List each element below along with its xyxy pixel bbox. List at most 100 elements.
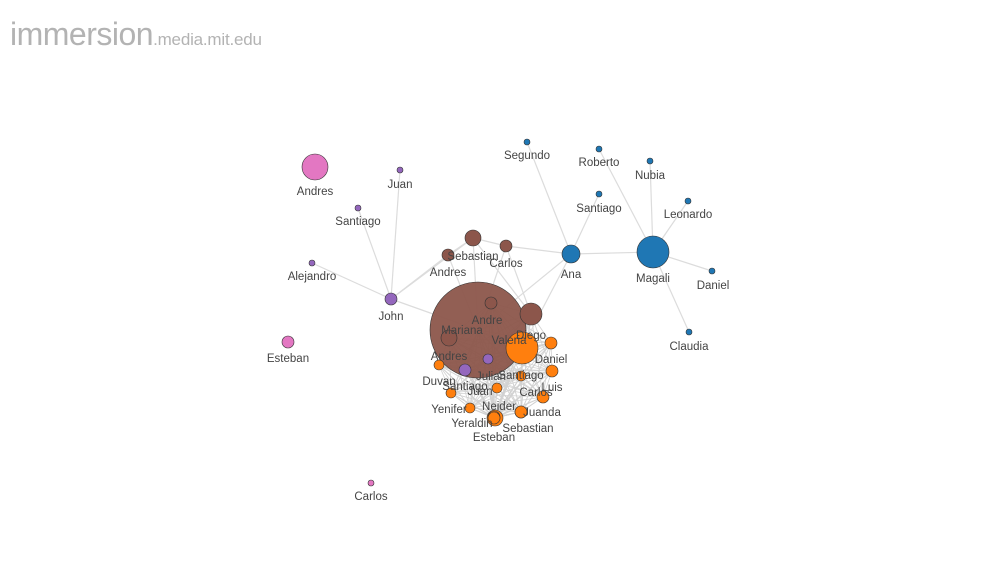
node-label-santiago_bl: Santiago [576,203,621,215]
node-label-roberto: Roberto [579,157,620,169]
node-label-juan_pu: Juan [388,179,413,191]
cluster-edge [469,396,544,409]
node-label-yenifer: Yenifer [431,404,467,416]
node-sebastian_br[interactable] [464,229,482,247]
edge-magali-roberto [598,148,654,253]
node-label-luis: Luis [541,382,562,394]
brand-domain: .media.mit.edu [153,30,262,49]
node-label-neider: Neider [482,401,516,413]
node-daniel_or[interactable] [544,336,558,350]
node-carlos_br[interactable] [499,239,513,253]
node-andres_pk[interactable] [301,153,329,181]
node-label-andres_br3: Andres [431,351,468,363]
node-roberto[interactable] [595,145,603,153]
node-leonardo[interactable] [684,197,692,205]
node-julian[interactable] [458,363,472,377]
node-andres_br[interactable] [441,248,455,262]
node-label-carlos_br: Carlos [489,258,522,270]
node-daniel_bl[interactable] [708,267,716,275]
node-alejandro[interactable] [308,259,316,267]
node-label-juanda: Juanda [523,407,561,419]
edge-ana-segundo [526,141,572,255]
node-claudia[interactable] [685,328,693,336]
cluster-edge [438,364,522,413]
node-nubia[interactable] [646,157,654,165]
node-label-duvan: Duvan [422,376,455,388]
nodes-layer [281,138,716,487]
node-label-santiago_pu: Santiago [335,216,380,228]
node-luis[interactable] [536,390,550,404]
edge-sebastian_br-diego [472,237,532,315]
node-label-julian: Julian [476,371,506,383]
node-label-mariana: Mariana [441,325,483,337]
node-label-daniel_or: Daniel [535,354,568,366]
node-santiago_or2[interactable] [515,370,527,382]
node-label-leonardo: Leonardo [664,209,713,221]
cluster-edge [450,392,544,398]
edge-john-juan_pu [390,169,401,300]
node-label-claudia: Claudia [670,341,710,353]
cluster-edge [520,370,553,413]
node-label-esteban_or: Esteban [473,432,515,444]
node-esteban_or[interactable] [487,411,501,425]
edge-carlos_br-diego [505,245,532,315]
node-carlos_or[interactable] [545,364,559,378]
node-label-santiago_or2: Santiago [498,370,543,382]
node-santiago_bl[interactable] [595,190,603,198]
node-john[interactable] [384,292,398,306]
node-label-andres_pk: Andres [297,186,334,198]
node-diego[interactable] [519,302,543,326]
cluster-edge [469,370,553,409]
node-label-diego: Diego [516,330,546,342]
node-label-sebastian_br: Sebastian [447,251,498,263]
node-duvan[interactable] [433,359,445,371]
cluster-edge [450,392,522,413]
node-label-andres_br: Andres [430,267,467,279]
node-valeria[interactable] [505,331,539,365]
node-label-juan_or: Juan [468,386,493,398]
node-label-ana: Ana [561,269,582,281]
node-label-valeria: Valeria [492,335,528,347]
cluster-edge [469,342,552,409]
node-juan_pu[interactable] [396,166,404,174]
node-label-john: John [379,311,404,323]
immersion-logo[interactable]: immersion.media.mit.edu [10,16,262,53]
edge-ana-carlos_br [505,245,572,255]
node-label-andres_br2: Andre [472,315,503,327]
edge-john-santiago_pu [357,207,392,300]
node-label-segundo: Segundo [504,150,550,162]
node-magali[interactable] [636,235,670,269]
node-juan_or[interactable] [491,382,503,394]
node-santiago_or[interactable] [445,387,457,399]
cluster-edge [520,342,552,377]
node-label-esteban_pk: Esteban [267,353,309,365]
node-sebas_pu[interactable] [482,353,494,365]
node-carlos_pk[interactable] [367,479,375,487]
cluster-edge [469,387,498,409]
node-label-daniel_bl: Daniel [697,280,730,292]
node-mariana[interactable] [429,281,527,379]
node-label-santiago_or: Santiago [442,381,487,393]
edge-john-alejandro [311,262,392,300]
node-label-sebastian_or: Sebastian [502,423,553,435]
node-label-yeraldin: Yeraldin [451,418,492,430]
node-sebastian_or[interactable] [514,405,528,419]
cluster-edge [450,370,553,394]
edge-ana-santiago_bl [570,193,600,255]
node-label-alejandro: Alejandro [288,271,337,283]
edge-john-sebastian_br [390,237,474,300]
node-label-carlos_pk: Carlos [354,491,387,503]
node-label-magali: Magali [636,273,670,285]
node-esteban_pk[interactable] [281,335,295,349]
node-label-nubia: Nubia [635,170,666,182]
node-yenifer[interactable] [464,402,476,414]
edge-ana-valeria [521,253,572,349]
brand-title: immersion [10,16,154,52]
node-ana[interactable] [561,244,581,264]
node-label-carlos_or: Carlos [519,387,552,399]
node-segundo[interactable] [523,138,531,146]
node-santiago_pu[interactable] [354,204,362,212]
node-andres_br3[interactable] [440,329,458,347]
node-andres_br2[interactable] [484,296,498,310]
